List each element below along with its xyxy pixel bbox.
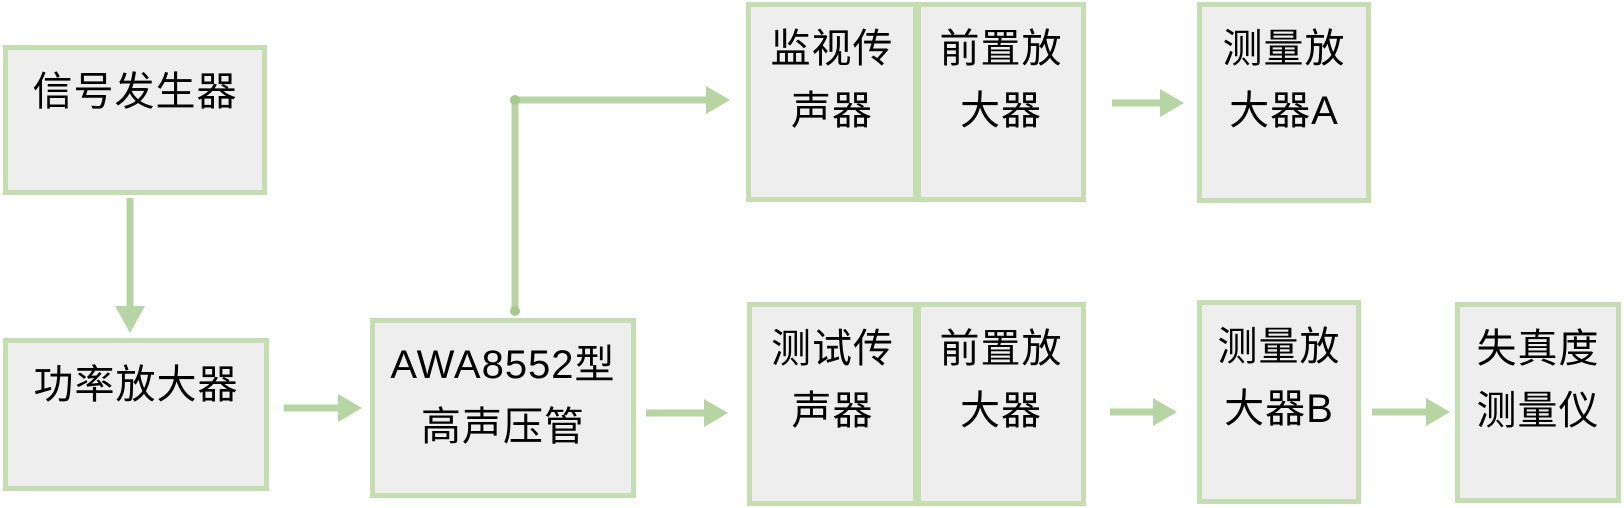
box-preamplifier-bottom: 前置放 大器: [916, 302, 1086, 506]
box-monitor-microphone-label-line2: 声器: [791, 89, 873, 133]
box-signal-generator: 信号发生器: [3, 45, 267, 195]
box-awa8552-tube: AWA8552型 高声压管: [370, 318, 636, 498]
box-power-amplifier: 功率放大器: [3, 338, 269, 491]
box-signal-generator-label: 信号发生器: [32, 70, 238, 114]
box-test-microphone-label-line2: 声器: [791, 389, 874, 433]
box-test-microphone-label-line1: 测试传: [771, 327, 894, 371]
box-measuring-amplifier-a-label-line2: 大器A: [1229, 89, 1339, 133]
box-monitor-microphone: 监视传 声器: [746, 2, 918, 202]
box-distortion-meter: 失真度 测量仪: [1455, 302, 1621, 503]
box-preamplifier-top: 前置放 大器: [916, 2, 1086, 202]
box-monitor-microphone-label-line1: 监视传: [770, 27, 894, 71]
box-measuring-amplifier-b: 测量放 大器B: [1197, 300, 1361, 504]
box-awa8552-tube-label-line1: AWA8552型: [390, 343, 616, 387]
box-measuring-amplifier-b-label-line1: 测量放: [1217, 325, 1341, 369]
box-preamplifier-bottom-label-line1: 前置放: [939, 327, 1063, 371]
box-test-microphone: 测试传 声器: [747, 302, 918, 506]
arrow-power-to-awa: [284, 394, 362, 422]
box-distortion-meter-label-line2: 测量仪: [1476, 389, 1600, 433]
arrow-awa-to-test: [646, 399, 728, 427]
arrow-preamp-to-amp-a: [1112, 89, 1184, 117]
box-measuring-amplifier-a-label-line1: 测量放: [1222, 27, 1346, 71]
box-preamplifier-top-label-line2: 大器: [960, 89, 1042, 133]
box-measuring-amplifier-b-label-line2: 大器B: [1224, 387, 1334, 431]
box-awa8552-tube-label-line2: 高声压管: [421, 405, 585, 449]
arrow-amp-b-to-distortion: [1372, 398, 1450, 426]
arrow-signal-to-power: [115, 198, 145, 333]
box-preamplifier-top-label-line1: 前置放: [939, 27, 1063, 71]
box-distortion-meter-label-line1: 失真度: [1476, 327, 1600, 371]
box-measuring-amplifier-a: 测量放 大器A: [1197, 2, 1371, 203]
box-power-amplifier-label: 功率放大器: [33, 363, 239, 407]
arrow-awa-to-monitor: [510, 86, 730, 316]
arrow-preamp-to-amp-b: [1110, 398, 1177, 426]
box-preamplifier-bottom-label-line2: 大器: [960, 389, 1042, 433]
